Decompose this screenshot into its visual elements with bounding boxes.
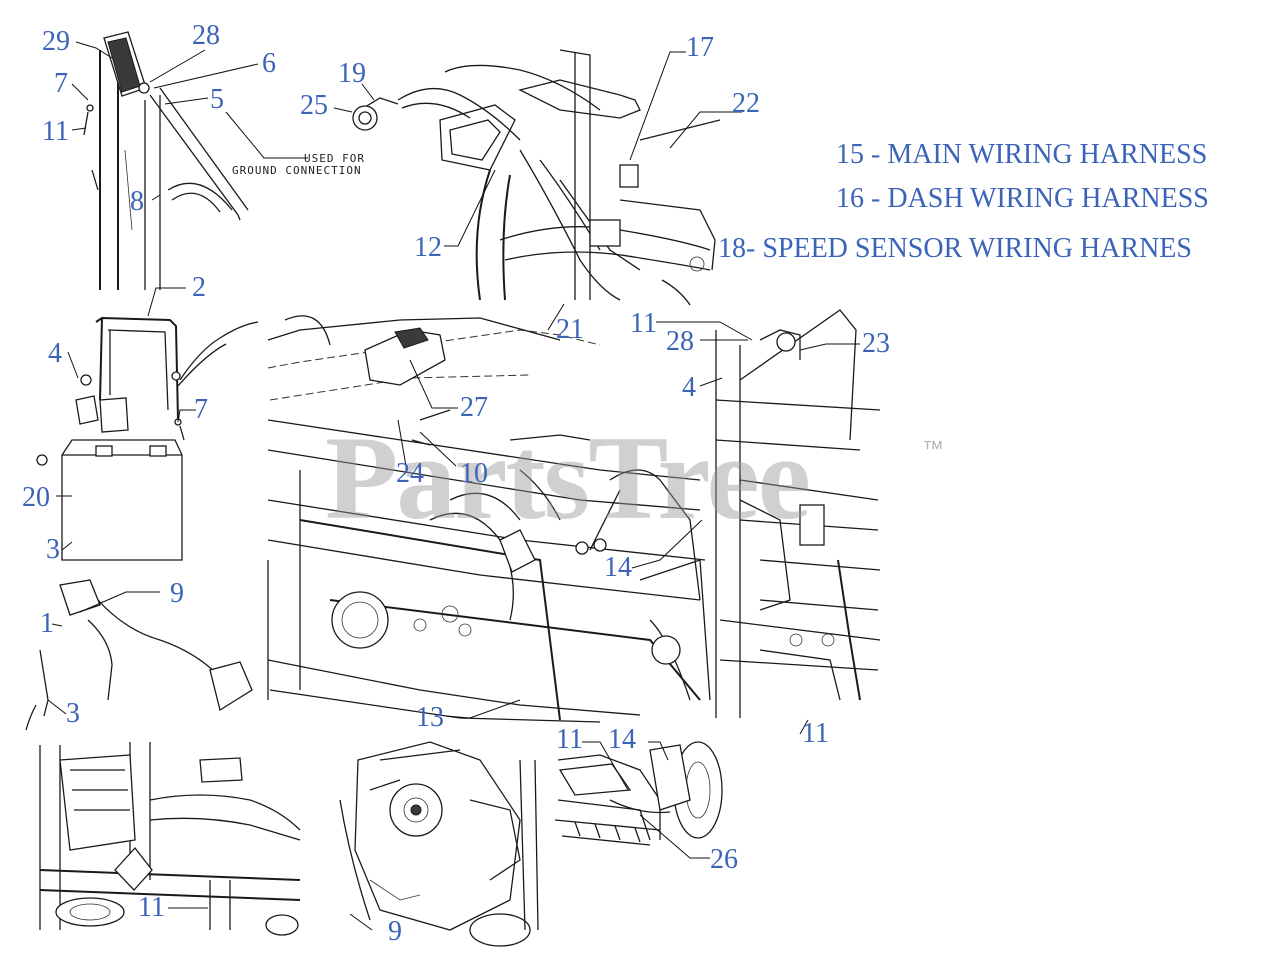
callout-11b: 11 xyxy=(630,308,657,339)
callout-5: 5 xyxy=(210,84,224,115)
callout-7: 7 xyxy=(54,68,68,99)
callout-leaders xyxy=(47,41,860,931)
legend-main-wiring-harness: 15 - MAIN WIRING HARNESS xyxy=(836,139,1208,170)
callout-19: 19 xyxy=(338,58,366,89)
callout-28b: 28 xyxy=(666,326,694,357)
callout-23: 23 xyxy=(862,328,890,359)
callout-2: 2 xyxy=(192,272,206,303)
callout-22: 22 xyxy=(732,88,760,119)
legend-speed-sensor-harness: 18- SPEED SENSOR WIRING HARNES xyxy=(718,233,1192,264)
callout-11d: 11 xyxy=(556,724,583,755)
battery-assembly xyxy=(25,316,259,731)
callout-25: 25 xyxy=(300,90,328,121)
callout-9b: 9 xyxy=(388,916,402,947)
callout-8: 8 xyxy=(130,186,144,217)
callout-12: 12 xyxy=(414,232,442,263)
callout-4: 4 xyxy=(48,338,62,369)
callout-14b: 14 xyxy=(608,724,636,755)
callout-27: 27 xyxy=(460,392,488,423)
callout-3b: 3 xyxy=(66,698,80,729)
watermark: PartsTree xyxy=(325,411,811,544)
callout-10: 10 xyxy=(460,458,488,489)
speed-sensor-assembly xyxy=(554,741,723,846)
ground-note-line-2: GROUND CONNECTION xyxy=(232,164,362,177)
callout-20: 20 xyxy=(22,482,50,513)
callout-11e: 11 xyxy=(138,892,165,923)
callout-14: 14 xyxy=(604,552,632,583)
callout-9: 9 xyxy=(170,578,184,609)
legend-dash-wiring-harness: 16 - DASH WIRING HARNESS xyxy=(836,183,1209,214)
callout-4b: 4 xyxy=(682,372,696,403)
callout-3: 3 xyxy=(46,534,60,565)
ground-note-line-1: USED FOR xyxy=(304,152,365,165)
callout-13: 13 xyxy=(416,702,444,733)
dash-harness-assembly xyxy=(352,49,721,306)
callout-21: 21 xyxy=(556,314,584,345)
callout-28: 28 xyxy=(192,20,220,51)
callout-11: 11 xyxy=(42,116,69,147)
trademark-symbol: ™ xyxy=(922,436,944,461)
callout-7b: 7 xyxy=(194,394,208,425)
callout-1: 1 xyxy=(40,608,54,639)
transaxle-assembly xyxy=(339,741,539,947)
callout-17: 17 xyxy=(686,32,714,63)
callout-24: 24 xyxy=(396,458,424,489)
callout-6: 6 xyxy=(262,48,276,79)
callout-26: 26 xyxy=(710,844,738,875)
callout-29: 29 xyxy=(42,26,70,57)
callout-11c: 11 xyxy=(802,718,829,749)
rear-frame-assembly xyxy=(715,309,881,718)
fuse-bracket-assembly xyxy=(83,31,249,290)
lower-frame-assembly xyxy=(39,742,301,936)
main-frame-assembly xyxy=(267,315,711,723)
